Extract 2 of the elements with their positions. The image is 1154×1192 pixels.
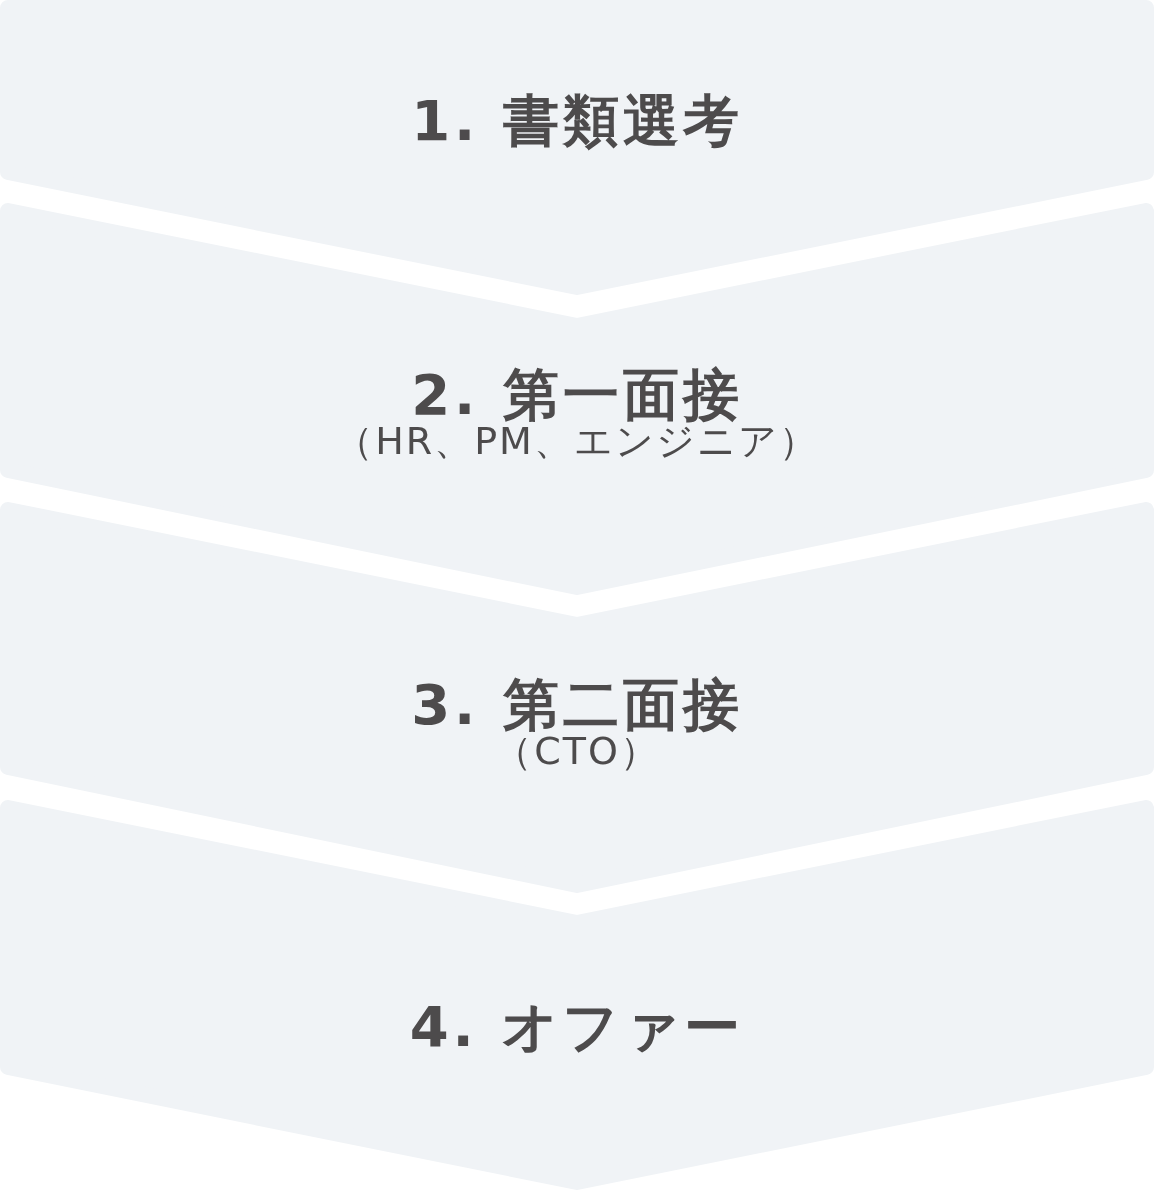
step-title: 1. 書類選考 <box>411 87 743 155</box>
step-title: 4. オファー <box>409 993 745 1061</box>
